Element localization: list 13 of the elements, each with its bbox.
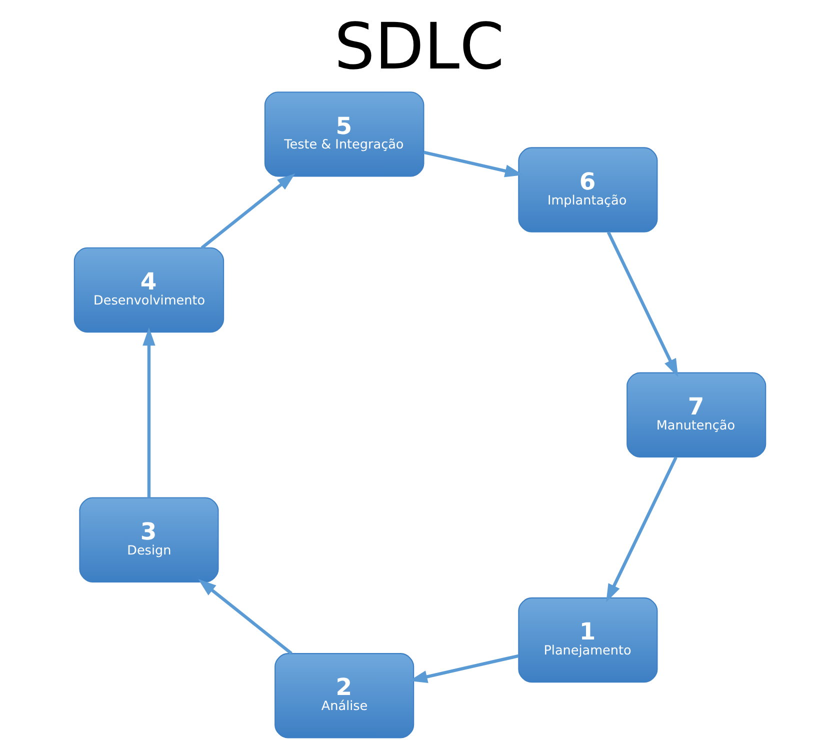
arrow (142, 326, 156, 498)
diagram-title: SDLC (334, 10, 504, 84)
arrow (606, 456, 678, 602)
node-box: 2 Análise (274, 652, 414, 738)
node-box: 5 Teste & Integração (264, 91, 424, 176)
arrow (198, 578, 292, 654)
node-box: 6 Implantação (518, 146, 658, 232)
node-box: 1 Planejamento (518, 596, 658, 682)
arrow (606, 230, 678, 377)
node-box: 3 Design (79, 496, 219, 582)
node-box: 7 Manutenção (626, 372, 766, 458)
arrow (200, 172, 296, 249)
node-box: 4 Desenvolvimento (74, 246, 224, 332)
